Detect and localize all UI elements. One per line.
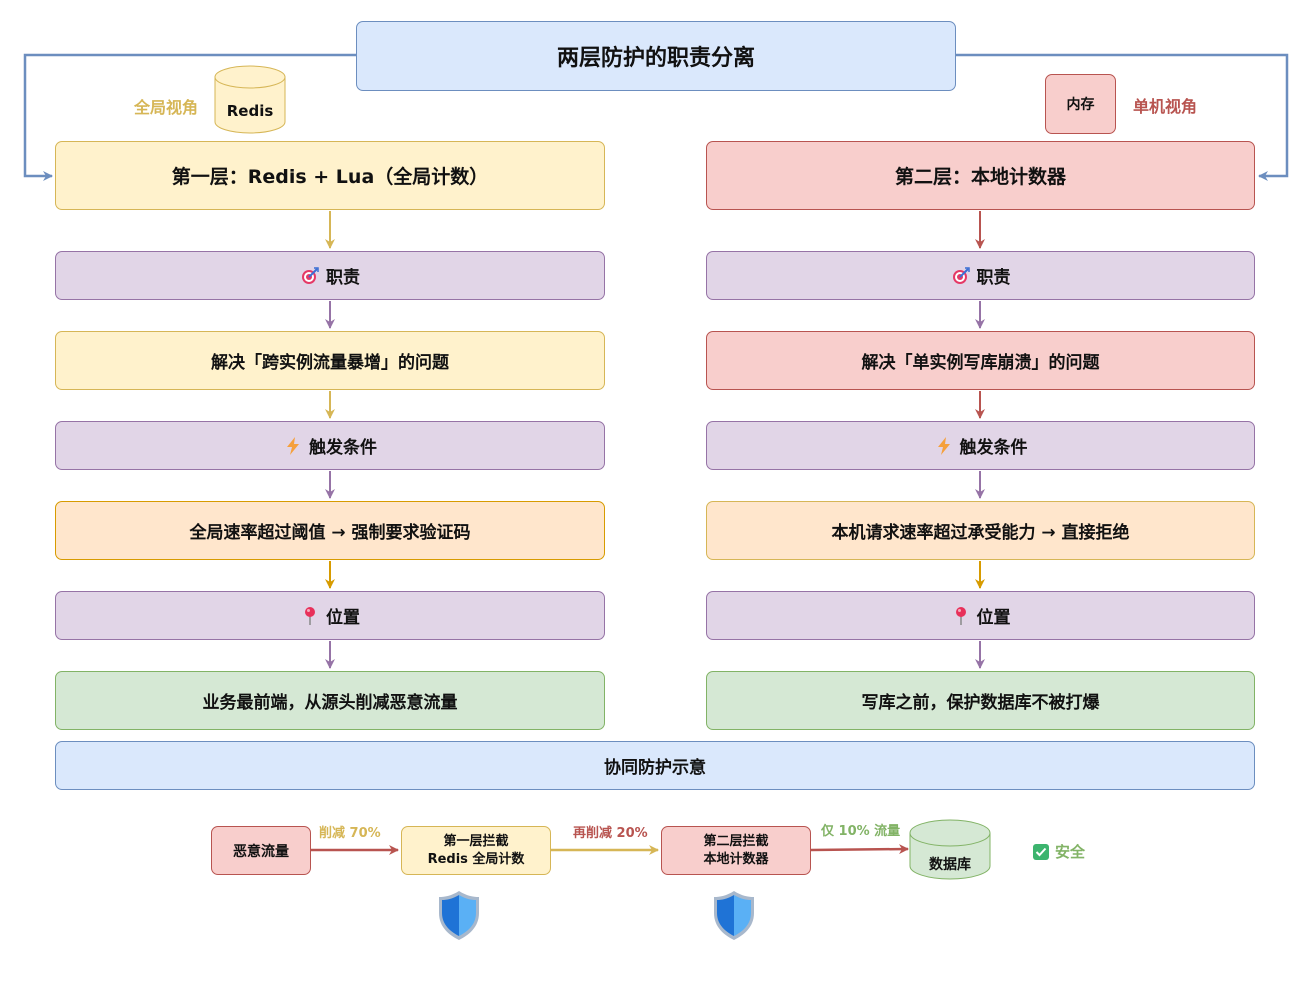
page-title: 两层防护的职责分离: [356, 21, 956, 91]
layer1-header: 第一层：Redis + Lua（全局计数）: [55, 141, 605, 210]
layer2-trigger-label: 触发条件: [706, 421, 1255, 470]
left-view-label: 全局视角: [134, 98, 199, 117]
layer2-intercept-node: 第二层拦截 本地计数器: [661, 826, 811, 875]
layer2-responsibility-desc: 解决「单实例写库崩溃」的问题: [861, 353, 1100, 373]
layer1-intercept-line2: Redis 全局计数: [427, 851, 525, 867]
page-title-text: 两层防护的职责分离: [556, 46, 755, 71]
layer2-responsibility-text: 职责: [976, 268, 1011, 288]
lightning-icon: [283, 436, 303, 455]
memory-store-box: 内存: [1045, 74, 1116, 134]
layer1-trigger-text: 触发条件: [309, 438, 377, 458]
flow-arrow-3: [810, 844, 909, 855]
shield-icon: [714, 891, 754, 940]
layer1-position-text: 位置: [326, 608, 360, 628]
title-to-right-connector: [956, 53, 1289, 181]
layer2-header-text: 第二层：本地计数器: [894, 166, 1066, 188]
layer2-responsibility: 解决「单实例写库崩溃」的问题: [706, 331, 1255, 390]
database-label: 数据库: [929, 857, 971, 873]
right-view-label: 单机视角: [1133, 97, 1198, 116]
edge2-label: 再削减 20%: [573, 826, 648, 841]
edge1-label: 削减 70%: [319, 826, 381, 841]
layer1-responsibility-desc: 解决「跨实例流量暴增」的问题: [211, 353, 449, 373]
redis-store-label: Redis: [226, 102, 274, 120]
target-icon: [300, 266, 320, 285]
layer2-position-desc: 写库之前，保护数据库不被打爆: [861, 693, 1100, 713]
database-cylinder-icon: [909, 819, 991, 880]
malicious-traffic-node: 恶意流量: [211, 826, 311, 875]
layer1-trigger-label: 触发条件: [55, 421, 605, 470]
layer1-intercept-node: 第一层拦截 Redis 全局计数: [401, 826, 551, 875]
layer2-trigger-text: 触发条件: [959, 438, 1028, 458]
redis-cylinder-icon: [214, 65, 286, 134]
shield-icon: [439, 891, 479, 940]
pushpin-icon: [300, 606, 320, 626]
layer1-position-label: 位置: [55, 591, 605, 640]
edge3-label: 仅 10% 流量: [821, 824, 901, 839]
collab-title: 协同防护示意: [55, 741, 1255, 790]
layer2-position-text: 位置: [976, 608, 1011, 628]
layer2-position: 写库之前，保护数据库不被打爆: [706, 671, 1255, 730]
collab-title-text: 协同防护示意: [604, 758, 706, 778]
memory-store-label: 内存: [1066, 97, 1095, 113]
layer2-header: 第二层：本地计数器: [706, 141, 1255, 210]
safe-label: 安全: [1033, 841, 1085, 862]
lightning-icon: [934, 436, 954, 455]
layer1-position: 业务最前端，从源头削减恶意流量: [55, 671, 605, 730]
layer1-trigger-desc: 全局速率超过阈值 → 强制要求验证码: [189, 523, 471, 543]
layer1-responsibility: 解决「跨实例流量暴增」的问题: [55, 331, 605, 390]
target-icon: [951, 266, 971, 285]
layer2-responsibility-label: 职责: [706, 251, 1255, 300]
layer2-intercept-line1: 第二层拦截: [703, 833, 769, 849]
malicious-traffic-label: 恶意流量: [233, 843, 289, 860]
layer1-trigger: 全局速率超过阈值 → 强制要求验证码: [55, 501, 605, 560]
layer1-intercept-line1: 第一层拦截: [443, 833, 509, 849]
layer1-position-desc: 业务最前端，从源头削减恶意流量: [202, 693, 458, 713]
layer1-responsibility-text: 职责: [326, 268, 360, 288]
title-to-left-connector: [23, 53, 356, 181]
safe-text: 安全: [1055, 843, 1086, 861]
layer1-header-text: 第一层：Redis + Lua（全局计数）: [171, 166, 489, 188]
layer2-position-label: 位置: [706, 591, 1255, 640]
layer1-responsibility-label: 职责: [55, 251, 605, 300]
layer2-trigger-desc: 本机请求速率超过承受能力 → 直接拒绝: [831, 523, 1130, 543]
check-icon: [1033, 843, 1049, 860]
layer2-trigger: 本机请求速率超过承受能力 → 直接拒绝: [706, 501, 1255, 560]
layer2-intercept-line2: 本地计数器: [703, 851, 769, 867]
pushpin-icon: [951, 606, 971, 626]
